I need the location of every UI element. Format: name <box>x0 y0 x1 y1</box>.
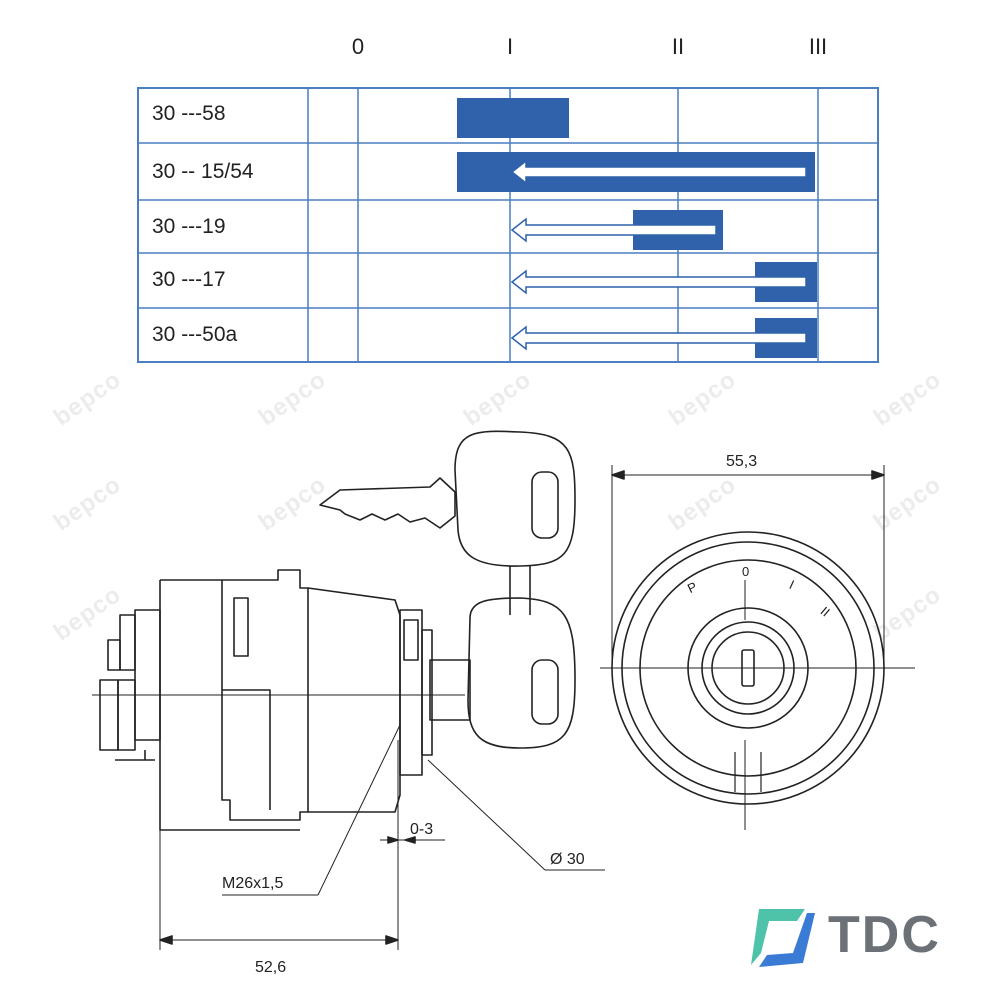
row-label-58: 30 ---58 <box>152 102 226 125</box>
return-arrow-15-54 <box>510 159 807 185</box>
dim-length-side: 52,6 <box>255 959 286 976</box>
tdc-logo-icon <box>751 909 815 967</box>
position-label-1: I <box>506 34 514 59</box>
brand-name: TDC <box>828 906 941 964</box>
dim-diameter: Ø 30 <box>550 851 585 868</box>
row-label-50a: 30 ---50a <box>152 323 238 346</box>
dim-width-front: 55,3 <box>726 453 757 470</box>
position-label-2: II <box>671 34 685 59</box>
dial-mark-i: I <box>787 577 797 592</box>
return-arrow-50a <box>510 325 807 351</box>
key-upper <box>319 430 576 615</box>
dim-gap: 0-3 <box>410 821 433 838</box>
return-arrow-19 <box>510 217 717 243</box>
key-lower <box>429 597 576 749</box>
row-label-19: 30 ---19 <box>152 215 226 238</box>
dial-mark-p: P <box>685 579 699 596</box>
switch-body <box>99 569 433 831</box>
position-label-0: 0 <box>351 34 365 59</box>
dial-mark-0: 0 <box>742 564 749 579</box>
row-label-17: 30 ---17 <box>152 268 226 291</box>
position-label-3: III <box>808 34 828 59</box>
front-view <box>600 531 915 830</box>
switch-bar-58 <box>457 98 569 138</box>
dim-thread: M26x1,5 <box>222 875 283 892</box>
return-arrow-17 <box>510 269 807 295</box>
dial-mark-ii: II <box>818 604 833 620</box>
row-label-15-54: 30 -- 15/54 <box>152 160 254 183</box>
